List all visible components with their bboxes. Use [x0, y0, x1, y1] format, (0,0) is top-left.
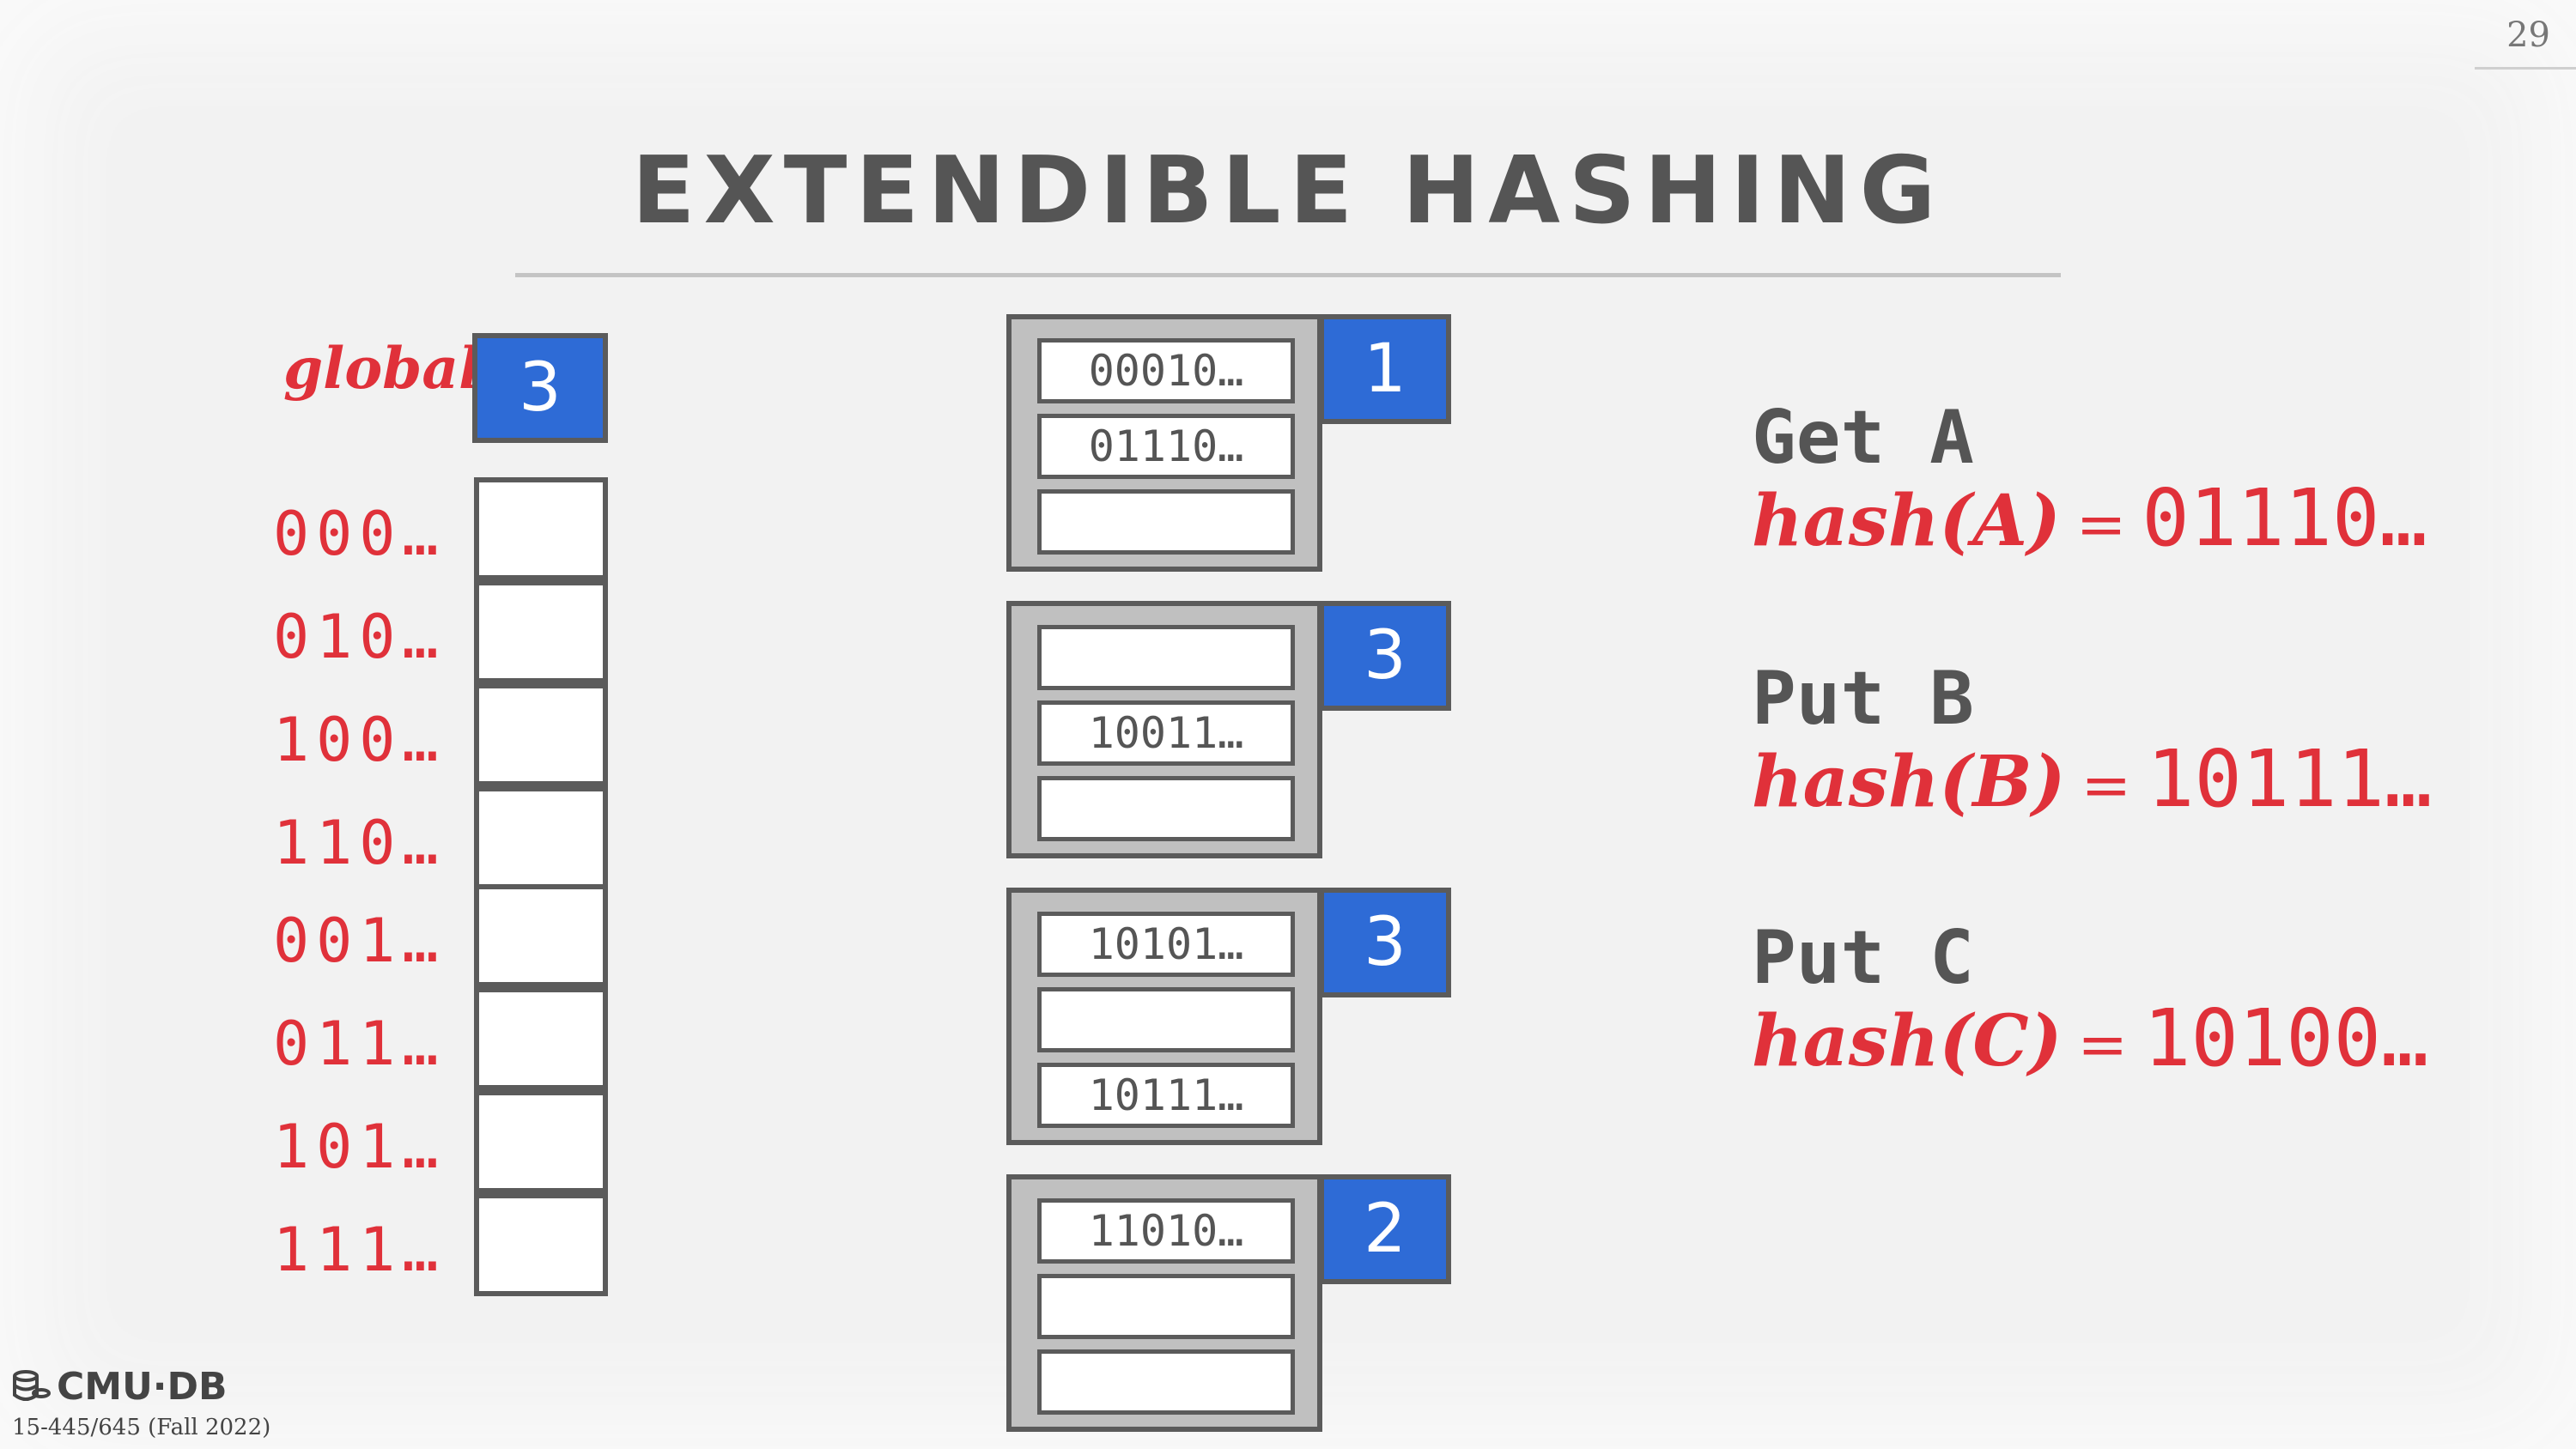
hash-value: 10100…	[2143, 992, 2429, 1084]
logo-text: CMU·DB	[57, 1365, 228, 1409]
bucket-entry: 00010…	[1037, 338, 1295, 403]
bucket: 10011…	[1006, 601, 1322, 858]
equals-sign: =	[2077, 1009, 2129, 1080]
slide-title: EXTENDIBLE HASHING	[631, 137, 1945, 245]
directory-label: 101…	[273, 1112, 446, 1182]
hash-value: 10111…	[2147, 733, 2433, 825]
directory-slot	[474, 1090, 608, 1193]
local-depth-box: 3	[1319, 888, 1451, 997]
directory-slot	[474, 580, 608, 683]
operation-command: Get A	[1752, 395, 1974, 481]
hash-function: hash(A)	[1752, 480, 2061, 562]
operation-hash: hash(A) = 01110…	[1752, 472, 2427, 564]
bucket-entry	[1037, 1274, 1295, 1339]
bucket-entry	[1037, 1349, 1295, 1415]
directory-slot	[474, 786, 608, 889]
bucket-entry	[1037, 625, 1295, 690]
local-depth-box: 2	[1319, 1174, 1451, 1284]
global-depth-box: 3	[472, 333, 608, 443]
directory-slot	[474, 1193, 608, 1296]
bucket-entry: 11010…	[1037, 1198, 1295, 1264]
directory-label: 011…	[273, 1009, 446, 1079]
bucket: 00010… 01110…	[1006, 314, 1322, 572]
bucket-entry: 10101…	[1037, 912, 1295, 977]
database-icon	[13, 1369, 51, 1401]
bucket: 10101… 10111…	[1006, 888, 1322, 1145]
cmu-db-logo: CMU·DB	[12, 1365, 228, 1409]
directory-slot	[474, 987, 608, 1090]
page-number: 29	[2506, 15, 2550, 55]
local-depth-box: 1	[1319, 314, 1451, 424]
hash-function: hash(B)	[1752, 741, 2066, 823]
operation-command: Put C	[1752, 915, 1974, 1001]
directory-label: 000…	[273, 499, 446, 569]
directory-slot	[474, 683, 608, 786]
bucket-entry	[1037, 489, 1295, 555]
directory-label: 111…	[273, 1215, 446, 1285]
bucket-entry	[1037, 776, 1295, 841]
hash-value: 01110…	[2142, 472, 2427, 564]
operation-hash: hash(C) = 10100…	[1752, 992, 2428, 1084]
directory-label: 100…	[273, 705, 446, 775]
course-label: 15-445/645 (Fall 2022)	[12, 1415, 271, 1440]
directory-label: 001…	[273, 906, 446, 976]
operation-hash: hash(B) = 10111…	[1752, 733, 2432, 825]
directory-label: 010…	[273, 602, 446, 672]
hash-function: hash(C)	[1752, 1000, 2063, 1082]
equals-sign: =	[2075, 489, 2127, 560]
equals-sign: =	[2081, 750, 2132, 821]
title-rule	[515, 273, 2061, 277]
bucket: 11010…	[1006, 1174, 1322, 1432]
global-depth-label: global	[283, 335, 481, 402]
bucket-entry: 10111…	[1037, 1063, 1295, 1128]
bucket-entry: 01110…	[1037, 414, 1295, 479]
page-number-rule	[2475, 67, 2576, 70]
directory-slot	[474, 884, 608, 987]
operation-command: Put B	[1752, 656, 1974, 742]
local-depth-box: 3	[1319, 601, 1451, 711]
directory-slot	[474, 477, 608, 580]
bucket-entry	[1037, 987, 1295, 1052]
bucket-entry: 10011…	[1037, 700, 1295, 766]
directory-label: 110…	[273, 808, 446, 878]
